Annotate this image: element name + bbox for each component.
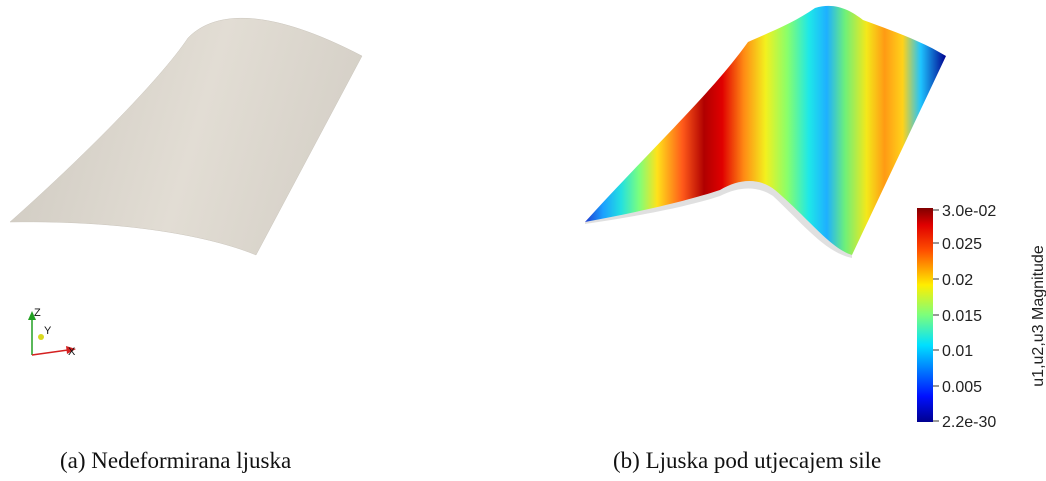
caption-undeformed-shell: (a) Nedeformirana ljuska xyxy=(60,448,292,473)
x-axis-label: X xyxy=(68,346,76,358)
panel-deformed: 3.0e-02 0.025 0.02 0.015 0.01 0.005 2.2e… xyxy=(560,0,1046,430)
colorbar-tick-4: 0.005 xyxy=(942,379,982,396)
deformed-shell-view: 3.0e-02 0.025 0.02 0.015 0.01 0.005 2.2e… xyxy=(585,5,1046,430)
y-axis-label: Y xyxy=(44,325,52,337)
color-bar xyxy=(917,208,933,422)
deformed-shell-shading xyxy=(585,181,852,258)
undeformed-shell-surface xyxy=(9,17,363,256)
y-axis-point xyxy=(38,334,44,340)
colorbar-tick-3: 0.01 xyxy=(942,343,973,360)
colorbar-tick-0: 0.025 xyxy=(942,236,982,253)
colorbar-max-label: 3.0e-02 xyxy=(942,203,996,220)
x-axis-arrowhead xyxy=(66,346,76,354)
colorbar-min-label: 2.2e-30 xyxy=(942,414,996,430)
undeformed-shell-view: Z Y X xyxy=(9,17,363,358)
color-bar-ticks xyxy=(933,209,939,422)
deformed-shell-surface xyxy=(585,5,946,255)
z-axis-label: Z xyxy=(34,307,41,319)
colorbar-title: u1,u2,u3 Magnitude xyxy=(1030,245,1046,387)
color-legend: 3.0e-02 0.025 0.02 0.015 0.01 0.005 2.2e… xyxy=(917,203,1046,430)
axes-triad: Z Y X xyxy=(28,307,76,358)
colorbar-tick-2: 0.015 xyxy=(942,308,982,325)
panel-undeformed: Z Y X xyxy=(0,0,480,430)
colorbar-tick-1: 0.02 xyxy=(942,272,973,289)
x-axis-line xyxy=(31,349,69,356)
caption-deformed-shell: (b) Ljuska pod utjecajem sile xyxy=(613,448,882,473)
z-axis-arrowhead xyxy=(28,311,36,320)
